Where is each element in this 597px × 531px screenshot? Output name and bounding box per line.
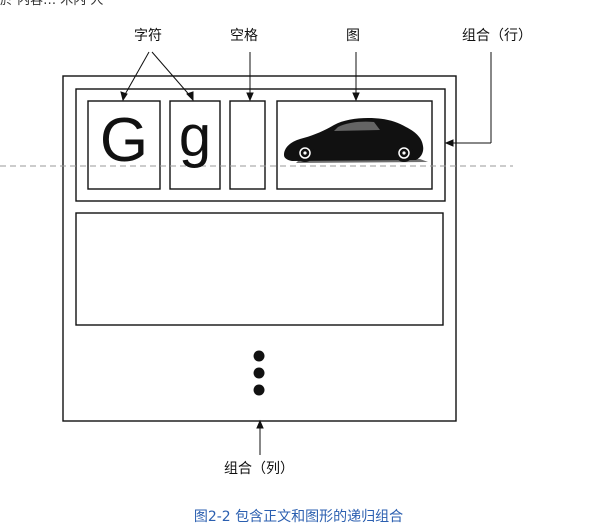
space-box: [229, 100, 266, 190]
header-fragment: 於 内容… 木内 人: [0, 0, 104, 8]
vertical-ellipsis-icon: [253, 350, 265, 396]
arrowhead-figure: [352, 92, 360, 102]
arrowhead-row: [444, 139, 454, 147]
characters-pointer-g: [151, 51, 193, 99]
column-composition-label: 组合（列）: [224, 461, 294, 477]
arrowhead-G: [120, 91, 128, 102]
arrowhead-space: [246, 92, 254, 102]
glyph-uppercase-G: G: [99, 106, 149, 175]
character-box-G: [87, 100, 161, 190]
figure-box: [276, 100, 433, 190]
sports-car-icon: [284, 118, 428, 163]
empty-row-box: [75, 212, 444, 326]
figure-caption: 图2-2 包含正文和图形的递归组合: [193, 509, 404, 525]
row-composition-box: [75, 88, 446, 202]
character-box-g: [169, 100, 221, 190]
characters-pointer-G: [122, 51, 150, 99]
space-label: 空格: [230, 28, 258, 44]
characters-label: 字符: [134, 28, 162, 44]
arrowhead-g: [186, 91, 194, 102]
row-composition-label: 组合（行）: [462, 28, 532, 44]
glyph-lowercase-g: g: [178, 104, 212, 169]
figure-label: 图: [346, 28, 360, 44]
arrowhead-column: [256, 419, 264, 429]
